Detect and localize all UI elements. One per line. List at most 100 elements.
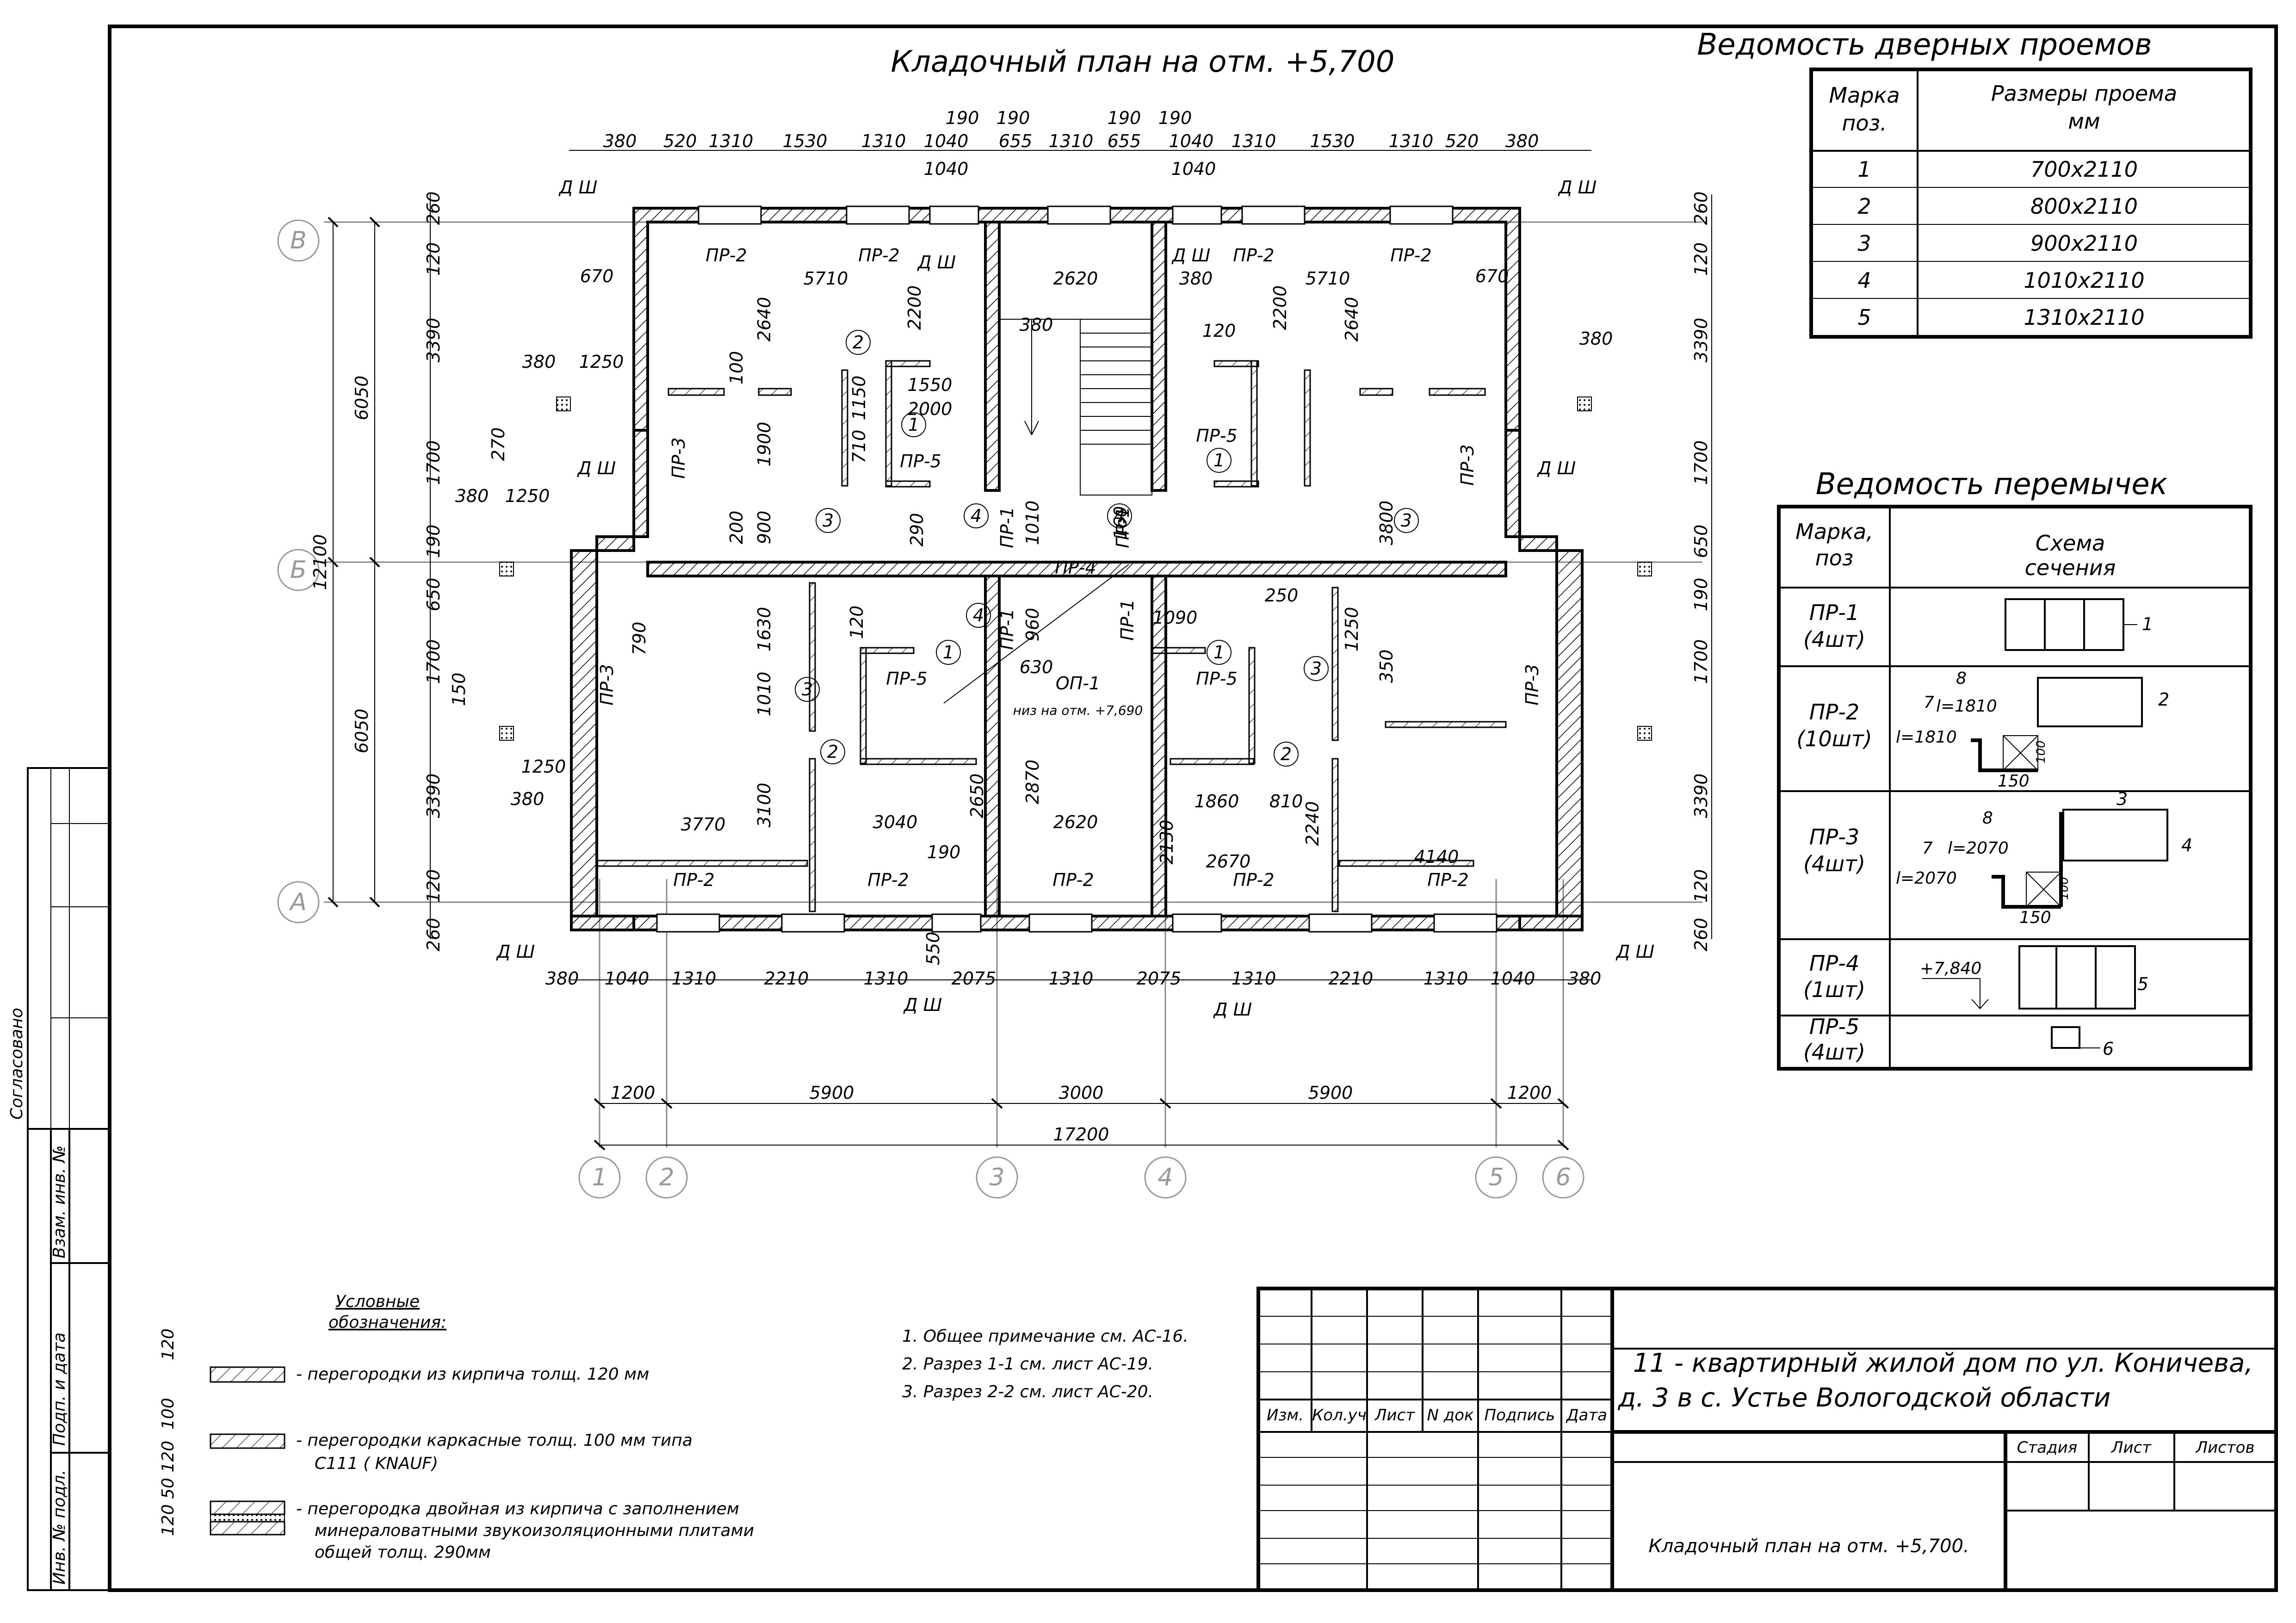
dim-offset: 1250 — [579, 352, 624, 372]
room-dim: 2620 — [1053, 812, 1098, 832]
dim-offset: 380 — [455, 486, 489, 506]
room-dim: 1010 — [754, 672, 774, 717]
dim-offset: 790 — [629, 622, 650, 656]
note-line: 3. Разрез 2-2 см. лист АС-20. — [902, 1382, 1153, 1401]
axis-label: 3 — [989, 1164, 1004, 1191]
room-dim: 1250 — [1342, 607, 1362, 652]
room-dim: 120 — [1202, 321, 1236, 341]
door-schedule-title: Ведомость дверных проемов — [1697, 28, 2152, 62]
vent-label: Д Ш — [917, 252, 956, 273]
room-dim: 250 — [1265, 585, 1299, 606]
room-dim: 380 — [1179, 268, 1213, 289]
door-mark: 4 — [1857, 268, 1871, 293]
door-marker: 2 — [1281, 744, 1292, 764]
legend-item: - перегородки каркасные толщ. 100 мм тип… — [296, 1431, 693, 1450]
lintel-schedule-title: Ведомость перемычек — [1816, 467, 2168, 502]
lintel-label: ПР-1 — [997, 608, 1017, 650]
door-row: 1 700х2110 — [1857, 157, 2138, 182]
stamp-inv-replace: Взам. инв. № — [50, 1146, 69, 1258]
lintel-label: ПР-3 — [1457, 444, 1478, 485]
dim-left: 260 — [423, 192, 444, 225]
room-dim: 3040 — [873, 812, 918, 832]
room-dim: 960 — [1022, 608, 1043, 642]
dim-left-overall: 12100 — [310, 534, 330, 590]
tb-col: Кол.уч — [1312, 1406, 1367, 1425]
legend-dim: 100 — [159, 1398, 178, 1430]
door-mark: 2 — [1857, 194, 1871, 219]
lintel-note: 100 — [2057, 877, 2071, 900]
dim-bottom: 1040 — [605, 968, 650, 989]
lintel-qty: (4шт) — [1803, 627, 1865, 652]
dim-overall: 17200 — [1053, 1124, 1109, 1145]
lintel-label: ПР-2 — [1233, 245, 1274, 266]
lintel-qty: (1шт) — [1803, 977, 1865, 1002]
room-dim: 670 — [1475, 266, 1509, 286]
axis-label: 6 — [1555, 1164, 1571, 1191]
door-marker: 2 — [853, 332, 864, 353]
dim-offset: 380 — [522, 352, 556, 372]
legend-item: - перегородки из кирпича толщ. 120 мм — [296, 1365, 649, 1384]
dim-top: 380 — [603, 131, 637, 151]
dim-right: 190 — [1691, 578, 1711, 612]
axis-label: В — [290, 227, 307, 254]
dim-left: 190 — [423, 525, 444, 558]
dim-top: 380 — [1505, 131, 1539, 151]
room-dim: 3800 — [1376, 501, 1397, 545]
door-row: 4 1010х2110 — [1857, 268, 2144, 293]
lintel-note: 6 — [2103, 1039, 2114, 1059]
dim-left-overall: 6050 — [352, 376, 372, 421]
door-size: 1010х2110 — [2024, 268, 2144, 293]
dim-top: 1040 — [1169, 131, 1214, 151]
door-size: 700х2110 — [2030, 157, 2138, 182]
room-dim: 1860 — [1194, 791, 1239, 812]
lintel-label: ПР-5 — [900, 451, 941, 471]
dim-bottom: 1040 — [1491, 968, 1535, 989]
stamp-sign-date: Подп. и дата — [50, 1332, 69, 1446]
dim-bottom: 1310 — [864, 968, 909, 989]
room-dim: 710 — [849, 430, 869, 464]
door-size: 800х2110 — [2030, 194, 2138, 219]
room-dim: 5710 — [1306, 268, 1350, 289]
lintel-note: l=1810 — [1896, 728, 1957, 747]
tb-col: Лист — [1374, 1406, 1415, 1425]
lintel-note: l=2070 — [1896, 869, 1957, 888]
dim-top-small: 190 — [1108, 108, 1141, 128]
lintel-note: l=1810 — [1936, 697, 1997, 716]
floor-plan: В Б А 1 2 3 4 5 6 — [277, 108, 1712, 1199]
dim-top-small: 190 — [996, 108, 1030, 128]
legend-dim: 120 50 120 — [159, 1441, 178, 1536]
door-marker: 3 — [1311, 658, 1322, 679]
dim-offset: 1250 — [521, 756, 566, 777]
dims-bottom: 380 1040 1310 2210 1310 2075 1310 2075 1… — [545, 968, 1602, 1145]
room-dim: 1150 — [849, 376, 869, 421]
room-dim: 2240 — [1302, 801, 1323, 846]
room-dim: 100 — [726, 351, 747, 385]
dims-right: 260 120 3390 1700 650 190 1700 3390 120 … — [1691, 192, 1711, 952]
dim-top: 655 — [999, 131, 1033, 151]
lintel-label: ПР-2 — [858, 245, 899, 266]
dim-left-overall: 6050 — [352, 709, 372, 754]
dim-top-small: 190 — [1158, 108, 1192, 128]
door-marker: 3 — [802, 679, 813, 700]
lintel-row: ПР-5 (4шт) 6 — [1803, 1014, 2114, 1065]
dim-left: 260 — [423, 918, 444, 952]
door-row: 2 800х2110 — [1857, 194, 2138, 219]
lintel-row: ПР-2 (10шт) 8 7 l=1810 l=1810 2 150 100 — [1796, 669, 2169, 791]
door-size: 900х2110 — [2030, 231, 2138, 256]
dim-right: 120 — [1691, 242, 1711, 276]
room-dim: 1010 — [1022, 501, 1043, 545]
room-dim: 3770 — [681, 814, 726, 835]
tb-stage-col: Листов — [2195, 1438, 2254, 1457]
dim-top: 1310 — [1232, 131, 1276, 151]
dims-window-offsets: 380 1250 380 270 380 1250 790 150 1250 3… — [449, 328, 1613, 809]
room-dim: 810 — [1269, 791, 1303, 812]
dim-left: 120 — [423, 869, 444, 903]
room-dim: 1550 — [908, 375, 953, 395]
lintel-note: +7,840 — [1920, 959, 1981, 978]
legend-dim: 120 — [159, 1328, 178, 1360]
dim-bottom: 1310 — [1232, 968, 1276, 989]
door-marker: 1 — [1213, 642, 1225, 663]
dim-bottom: 1310 — [1049, 968, 1094, 989]
dim-right: 1700 — [1691, 440, 1711, 485]
legend-item: общей толщ. 290мм — [315, 1543, 491, 1562]
